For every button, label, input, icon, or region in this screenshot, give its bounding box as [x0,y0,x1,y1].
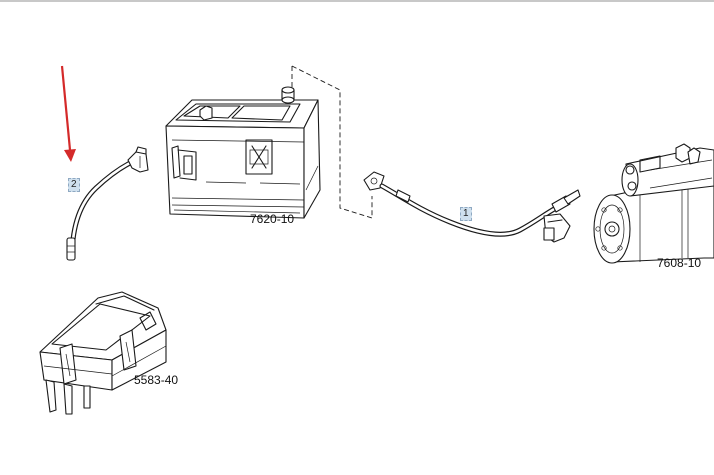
callout-1[interactable]: 1 [460,207,472,221]
callout-2[interactable]: 2 [68,178,80,192]
cable-2-drawing[interactable] [66,146,149,261]
fuse-box-part-label: 5583-40 [134,373,179,387]
top-divider [0,0,714,2]
leader-line-dashed [291,65,373,219]
starter-motor-drawing[interactable] [593,143,714,264]
cable-1-drawing[interactable] [363,171,581,243]
red-arrow-icon [60,65,76,162]
battery-drawing[interactable] [165,86,321,219]
starter-motor-part-label: 7608-10 [657,256,702,270]
fuse-box-drawing[interactable] [39,291,167,415]
battery-part-label: 7620-10 [250,212,295,226]
